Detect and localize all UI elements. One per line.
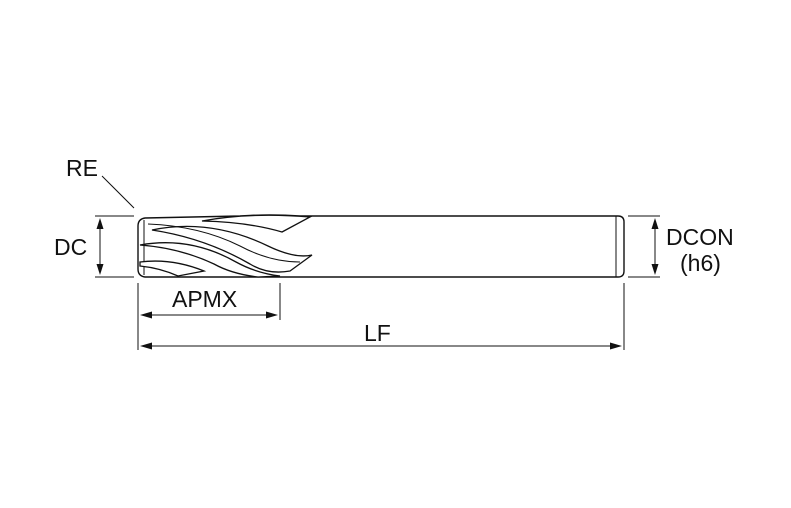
dcon-dimension: DCON (h6) xyxy=(628,215,734,278)
re-leader-line xyxy=(101,175,135,209)
dcon-tolerance-label: (h6) xyxy=(680,250,721,276)
lf-arrow-left xyxy=(140,342,152,350)
flute-edge-line xyxy=(147,223,301,263)
dcon-arrow-up xyxy=(651,218,659,229)
end-mill-tool xyxy=(137,214,625,278)
dc-label: DC xyxy=(54,234,87,260)
dcon-arrow-down xyxy=(651,264,659,275)
apmx-label: APMX xyxy=(172,286,237,312)
lf-dimension: LF xyxy=(140,283,625,350)
flute-2 xyxy=(151,225,313,273)
re-dimension: RE xyxy=(66,155,135,209)
apmx-dimension: APMX xyxy=(137,283,281,350)
dc-arrow-down xyxy=(96,264,104,275)
apmx-arrow-left xyxy=(140,311,152,319)
shank-outline xyxy=(280,215,625,278)
lf-arrow-right xyxy=(610,342,622,350)
dc-arrow-up xyxy=(96,218,104,229)
lf-label: LF xyxy=(364,320,391,346)
re-label: RE xyxy=(66,155,98,181)
dcon-label: DCON xyxy=(666,224,734,250)
flute-4 xyxy=(139,260,207,277)
apmx-arrow-right xyxy=(266,311,278,319)
flute-1 xyxy=(201,214,313,233)
flute-3 xyxy=(139,242,281,278)
dc-dimension: DC xyxy=(54,215,134,278)
